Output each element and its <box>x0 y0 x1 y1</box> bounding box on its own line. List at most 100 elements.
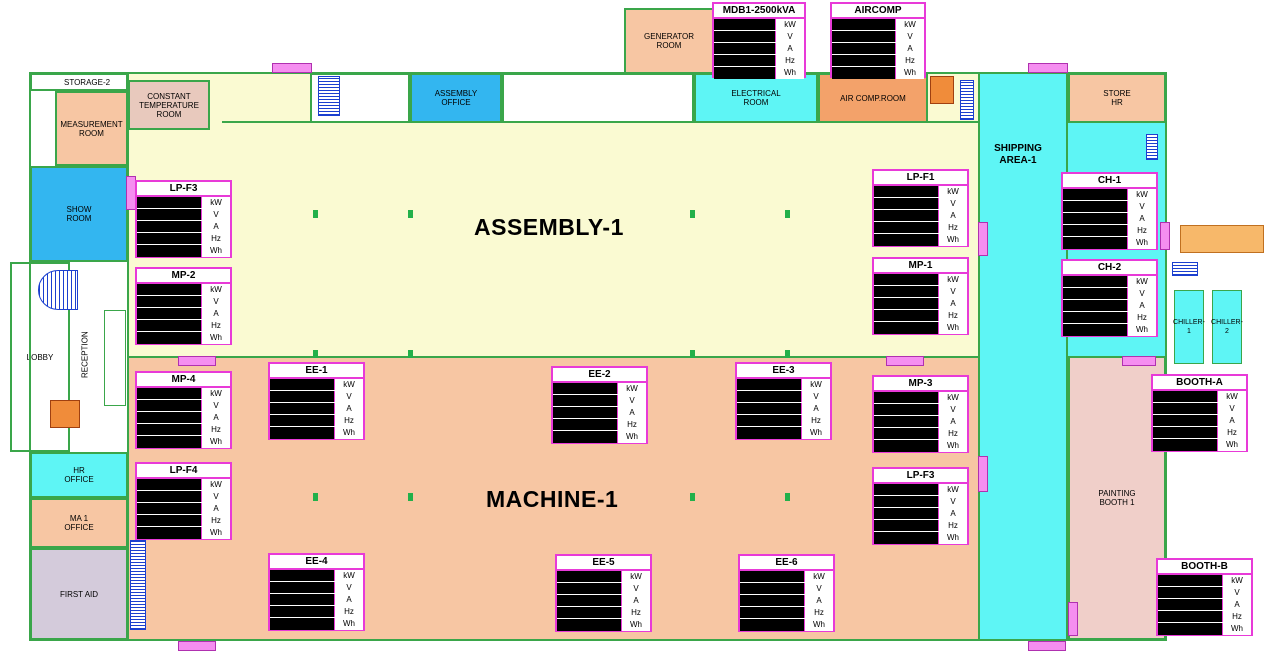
meter-title: MDB1-2500kVA <box>714 4 804 19</box>
meter-booth-b[interactable]: BOOTH-B kW V A Hz Wh <box>1156 558 1253 636</box>
meter-unit: V <box>202 400 230 411</box>
meter-unit: Wh <box>896 67 924 79</box>
window-marker <box>978 222 988 256</box>
meter-value <box>1153 391 1218 402</box>
meter-mdb1[interactable]: MDB1-2500kVA kW V A Hz Wh <box>712 2 806 79</box>
meter-title: MP-4 <box>137 373 230 388</box>
meter-unit: kW <box>939 392 967 403</box>
meter-value <box>557 619 622 631</box>
meter-ee-1[interactable]: EE-1 kW V A Hz Wh <box>268 362 365 440</box>
column-marker <box>408 210 413 218</box>
meter-title: LP-F1 <box>874 171 967 186</box>
meter-ch-2[interactable]: CH-2 kW V A Hz Wh <box>1061 259 1158 337</box>
meter-ee-4[interactable]: EE-4 kW V A Hz Wh <box>268 553 365 631</box>
meter-unit: kW <box>1223 575 1251 586</box>
meter-ch-1[interactable]: CH-1 kW V A Hz Wh <box>1061 172 1158 250</box>
meter-lp-f3-right[interactable]: LP-F3 kW V A Hz Wh <box>872 467 969 545</box>
meter-value <box>1063 189 1128 200</box>
meter-value <box>553 383 618 394</box>
meter-unit: Wh <box>622 619 650 631</box>
generator-room: GENERATOR ROOM <box>624 8 714 74</box>
meter-unit: Hz <box>1128 312 1156 323</box>
meter-value <box>1063 213 1128 224</box>
meter-value <box>137 412 202 423</box>
stairs-icon <box>1172 262 1198 276</box>
meter-ee-6[interactable]: EE-6 kW V A Hz Wh <box>738 554 835 632</box>
meter-unit: V <box>939 286 967 297</box>
column-marker <box>785 350 790 358</box>
meter-unit: Hz <box>202 233 230 244</box>
meter-unit: V <box>622 583 650 594</box>
meter-ee-3[interactable]: EE-3 kW V A Hz Wh <box>735 362 832 440</box>
meter-value <box>1063 225 1128 236</box>
meter-ee-2[interactable]: EE-2 kW V A Hz Wh <box>551 366 648 444</box>
lobby-column-icon <box>50 400 80 428</box>
window-marker <box>272 63 312 73</box>
meter-unit: Wh <box>805 619 833 631</box>
meter-unit: Wh <box>202 332 230 344</box>
meter-unit: V <box>202 296 230 307</box>
store-hr: STORE HR <box>1068 73 1166 123</box>
meter-value <box>137 245 202 257</box>
meter-mp-1[interactable]: MP-1 kW V A Hz Wh <box>872 257 969 335</box>
meter-title: EE-2 <box>553 368 646 383</box>
meter-value <box>137 388 202 399</box>
meter-value <box>553 419 618 430</box>
column-marker <box>785 210 790 218</box>
inner-wall-left <box>127 72 129 641</box>
meter-unit: V <box>618 395 646 406</box>
meter-lp-f3-left[interactable]: LP-F3 kW V A Hz Wh <box>135 180 232 258</box>
meter-value <box>1063 312 1128 323</box>
meter-value <box>270 582 335 593</box>
window-marker <box>1028 63 1068 73</box>
meter-value <box>832 31 896 42</box>
meter-mp-4[interactable]: MP-4 kW V A Hz Wh <box>135 371 232 449</box>
meter-unit: A <box>202 308 230 319</box>
meter-unit: Wh <box>776 67 804 79</box>
meter-lp-f4[interactable]: LP-F4 kW V A Hz Wh <box>135 462 232 540</box>
meter-booth-a[interactable]: BOOTH-A kW V A Hz Wh <box>1151 374 1248 452</box>
meter-lp-f1[interactable]: LP-F1 kW V A Hz Wh <box>872 169 969 247</box>
meter-unit: A <box>805 595 833 606</box>
meter-unit: A <box>1218 415 1246 426</box>
meter-value <box>874 322 939 334</box>
meter-unit: kW <box>1128 189 1156 200</box>
meter-unit: Hz <box>776 55 804 66</box>
hr-office: HR OFFICE <box>30 452 128 498</box>
meter-unit: kW <box>202 284 230 295</box>
meter-unit: A <box>335 403 363 414</box>
meter-value <box>1158 575 1223 586</box>
stairs-icon <box>130 540 146 630</box>
meter-title: CH-2 <box>1063 261 1156 276</box>
outer-wall-left <box>29 72 31 641</box>
meter-value <box>1153 427 1218 438</box>
meter-value <box>1063 288 1128 299</box>
meter-ee-5[interactable]: EE-5 kW V A Hz Wh <box>555 554 652 632</box>
meter-unit: Wh <box>202 527 230 539</box>
meter-unit: Hz <box>1223 611 1251 622</box>
meter-unit: V <box>939 404 967 415</box>
ma1-office: MA 1 OFFICE <box>30 498 128 548</box>
meter-title: EE-3 <box>737 364 830 379</box>
meter-aircomp[interactable]: AIRCOMP kW V A Hz Wh <box>830 2 926 79</box>
meter-unit: Wh <box>1128 237 1156 249</box>
column-marker <box>785 493 790 501</box>
meter-value <box>137 332 202 344</box>
window-marker <box>178 356 216 366</box>
meter-title: EE-4 <box>270 555 363 570</box>
first-aid: FIRST AID <box>30 548 128 640</box>
meter-value <box>137 284 202 295</box>
meter-value <box>737 379 802 390</box>
meter-value <box>874 508 939 519</box>
meter-value <box>874 210 939 221</box>
meter-unit: Wh <box>939 234 967 246</box>
meter-unit: V <box>1218 403 1246 414</box>
meter-mp-2[interactable]: MP-2 kW V A Hz Wh <box>135 267 232 345</box>
outer-wall-bottom <box>30 639 1166 641</box>
meter-unit: Wh <box>939 532 967 544</box>
meter-mp-3[interactable]: MP-3 kW V A Hz Wh <box>872 375 969 453</box>
meter-unit: Hz <box>939 310 967 321</box>
meter-value <box>1063 300 1128 311</box>
meter-unit: Wh <box>335 427 363 439</box>
meter-unit: V <box>802 391 830 402</box>
